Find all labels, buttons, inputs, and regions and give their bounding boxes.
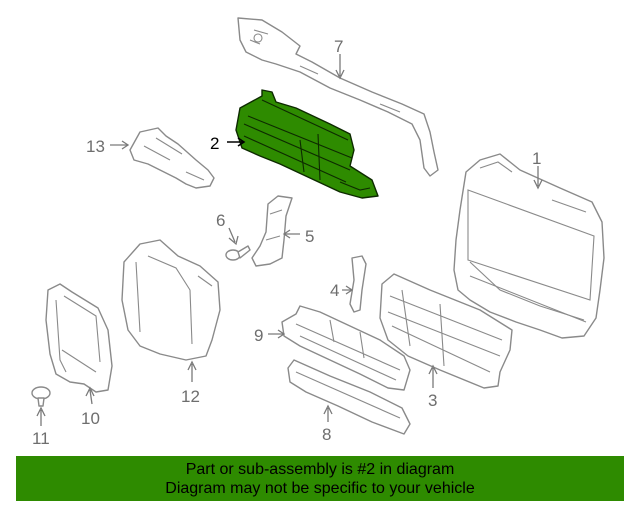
- part-3-grille-frame: [379, 273, 513, 389]
- callout-3: 3: [428, 391, 437, 410]
- callout-1: 1: [532, 149, 541, 168]
- parts-diagram: 7 2 13 1 6 5 4 9 3 8 12 10 11: [31, 17, 605, 448]
- part-1-radiator-support: [453, 153, 605, 339]
- info-banner: Part or sub-assembly is #2 in diagram Di…: [16, 456, 624, 501]
- callout-10: 10: [81, 409, 100, 428]
- part-10-side-guide: [45, 283, 113, 393]
- callout-8: 8: [322, 425, 331, 444]
- part-5-bracket: [251, 195, 293, 267]
- callout-5: 5: [305, 227, 314, 246]
- callout-4: 4: [330, 281, 339, 300]
- part-8-lower-bracket: [287, 359, 411, 435]
- part-4-bracket-strip: [349, 255, 367, 313]
- banner-line-2: Diagram may not be specific to your vehi…: [165, 479, 475, 497]
- part-7-upper-tie-bar: [237, 17, 439, 177]
- part-12-air-guide: [121, 239, 221, 361]
- banner-line-1: Part or sub-assembly is #2 in diagram: [185, 460, 455, 478]
- part-11-clip: [31, 386, 51, 407]
- callout-12: 12: [181, 387, 200, 406]
- part-9-bumper-bracket: [281, 305, 411, 391]
- part-13-duct-bracket: [129, 127, 215, 189]
- part-2-air-shutter-highlighted: [235, 89, 379, 199]
- callout-6: 6: [216, 211, 225, 230]
- callout-13: 13: [86, 137, 105, 156]
- callout-11: 11: [32, 429, 50, 448]
- callout-leaders: [36, 54, 543, 426]
- part-6-push-pin: [225, 245, 251, 261]
- callout-7: 7: [334, 37, 343, 56]
- callout-2: 2: [210, 134, 219, 153]
- callout-9: 9: [254, 326, 263, 345]
